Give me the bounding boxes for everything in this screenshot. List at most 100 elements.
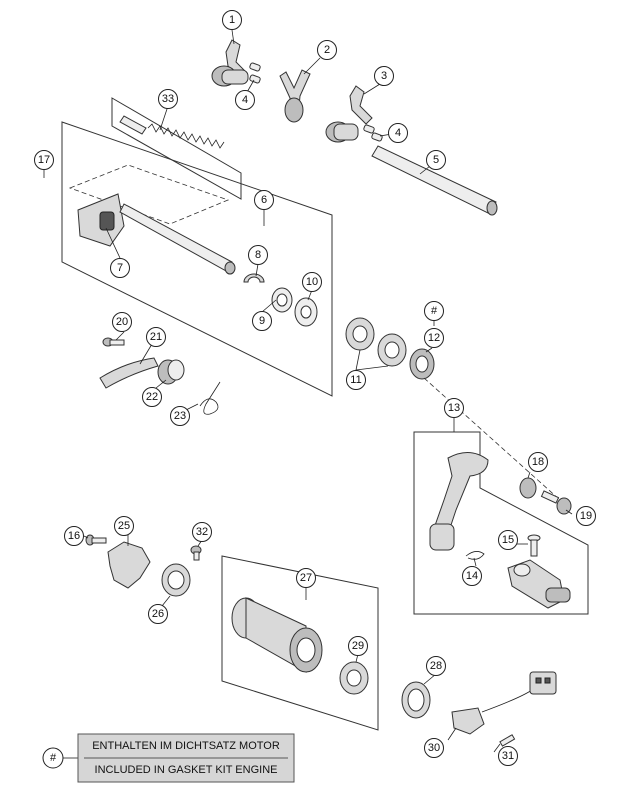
svg-text:23: 23 [174,410,186,422]
callout-30[interactable]: 30 [424,738,444,758]
svg-text:4: 4 [395,127,401,139]
callout-15[interactable]: 15 [498,530,518,550]
svg-text:14: 14 [466,570,478,582]
svg-text:7: 7 [117,262,123,274]
svg-text:21: 21 [150,331,162,343]
circlip [243,273,265,283]
needle-bearing-b [377,333,407,367]
svg-text:31: 31 [502,750,514,762]
svg-text:#: # [50,752,57,764]
svg-text:29: 29 [352,640,364,652]
svg-text:18: 18 [532,456,544,468]
svg-text:5: 5 [433,154,439,166]
shift-fork-3 [325,85,373,143]
callout-19[interactable]: 19 [576,506,596,526]
shift-lever-group-frame [413,431,589,615]
callout-25[interactable]: 25 [114,516,134,536]
gear-position-sensor [451,671,557,735]
clip-14 [465,551,485,560]
callout-26[interactable]: 26 [148,604,168,624]
callout-6[interactable]: 6 [254,190,274,210]
callout-31[interactable]: 31 [498,746,518,766]
shift-fork-shaft [371,145,498,216]
svg-text:#: # [431,305,438,317]
needle-bearing-a [345,317,375,351]
svg-text:27: 27 [300,572,312,584]
shift-drum-locating [107,541,151,589]
callout-16[interactable]: 16 [64,526,84,546]
guide-pin-b [249,74,261,84]
svg-text:25: 25 [118,520,130,532]
callout-28[interactable]: 28 [426,656,446,676]
callout-3[interactable]: 3 [374,66,394,86]
callout-12[interactable]: 12 [424,328,444,348]
legend: # ENTHALTEN IM DICHTSATZ MOTOR INCLUDED … [42,733,295,783]
callout-27[interactable]: 27 [296,568,316,588]
pin-15 [527,534,541,557]
shift-spring-assembly [119,115,225,149]
washer-18 [519,477,537,499]
guide-pin-d [371,132,383,142]
callout-10[interactable]: 10 [302,272,322,292]
bushing-22 [157,359,185,385]
svg-text:10: 10 [306,276,318,288]
shift-fork-1 [211,39,249,87]
washer-10 [294,297,318,327]
callout-14[interactable]: 14 [462,566,482,586]
screw-20 [102,337,125,347]
svg-text:9: 9 [259,315,265,327]
svg-text:19: 19 [580,510,592,522]
svg-text:6: 6 [261,194,267,206]
callout-33[interactable]: 33 [158,89,178,109]
svg-text:22: 22 [146,391,158,403]
shaft-seal-26 [161,563,191,597]
legend-line-en: INCLUDED IN GASKET KIT ENGINE [95,764,278,776]
washer-9 [271,287,293,313]
svg-text:13: 13 [448,402,460,414]
shift-lever [429,452,489,551]
callout-32[interactable]: 32 [192,522,212,542]
callout-4-upper[interactable]: 4 [235,90,255,110]
svg-text:17: 17 [38,154,50,166]
svg-text:20: 20 [116,316,128,328]
callout-20[interactable]: 20 [112,312,132,332]
locking-lever [99,357,159,389]
callout-11[interactable]: 11 [346,370,366,390]
callout-17[interactable]: 17 [34,150,54,170]
svg-text:33: 33 [162,93,174,105]
svg-text:16: 16 [68,530,80,542]
callout-23[interactable]: 23 [170,406,190,426]
callout-5[interactable]: 5 [426,150,446,170]
callout-4-lower[interactable]: 4 [388,123,408,143]
screw-16 [85,534,107,546]
svg-text:3: 3 [381,70,387,82]
callout-21[interactable]: 21 [146,327,166,347]
callout-hash[interactable]: # [424,301,444,321]
svg-text:12: 12 [428,332,440,344]
o-ring-28 [401,681,431,719]
callout-29[interactable]: 29 [348,636,368,656]
svg-text:8: 8 [255,249,261,261]
screw-19 [540,490,572,515]
axis-line [423,377,561,501]
svg-text:15: 15 [502,534,514,546]
svg-text:2: 2 [324,44,330,56]
shift-shaft-group-frame [61,121,333,397]
legend-line-de: ENTHALTEN IM DICHTSATZ MOTOR [92,740,280,752]
legend-hash-symbol: # [42,747,64,769]
callout-1[interactable]: 1 [222,10,242,30]
shift-shaft [77,193,236,275]
callout-9[interactable]: 9 [252,311,272,331]
callout-2[interactable]: 2 [317,40,337,60]
shift-rubber [507,559,571,609]
svg-text:4: 4 [242,94,248,106]
callout-8[interactable]: 8 [248,245,268,265]
callout-7[interactable]: 7 [110,258,130,278]
shift-drum [231,597,323,673]
callout-18[interactable]: 18 [528,452,548,472]
callout-22[interactable]: 22 [142,387,162,407]
svg-text:26: 26 [152,608,164,620]
callout-13[interactable]: 13 [444,398,464,418]
